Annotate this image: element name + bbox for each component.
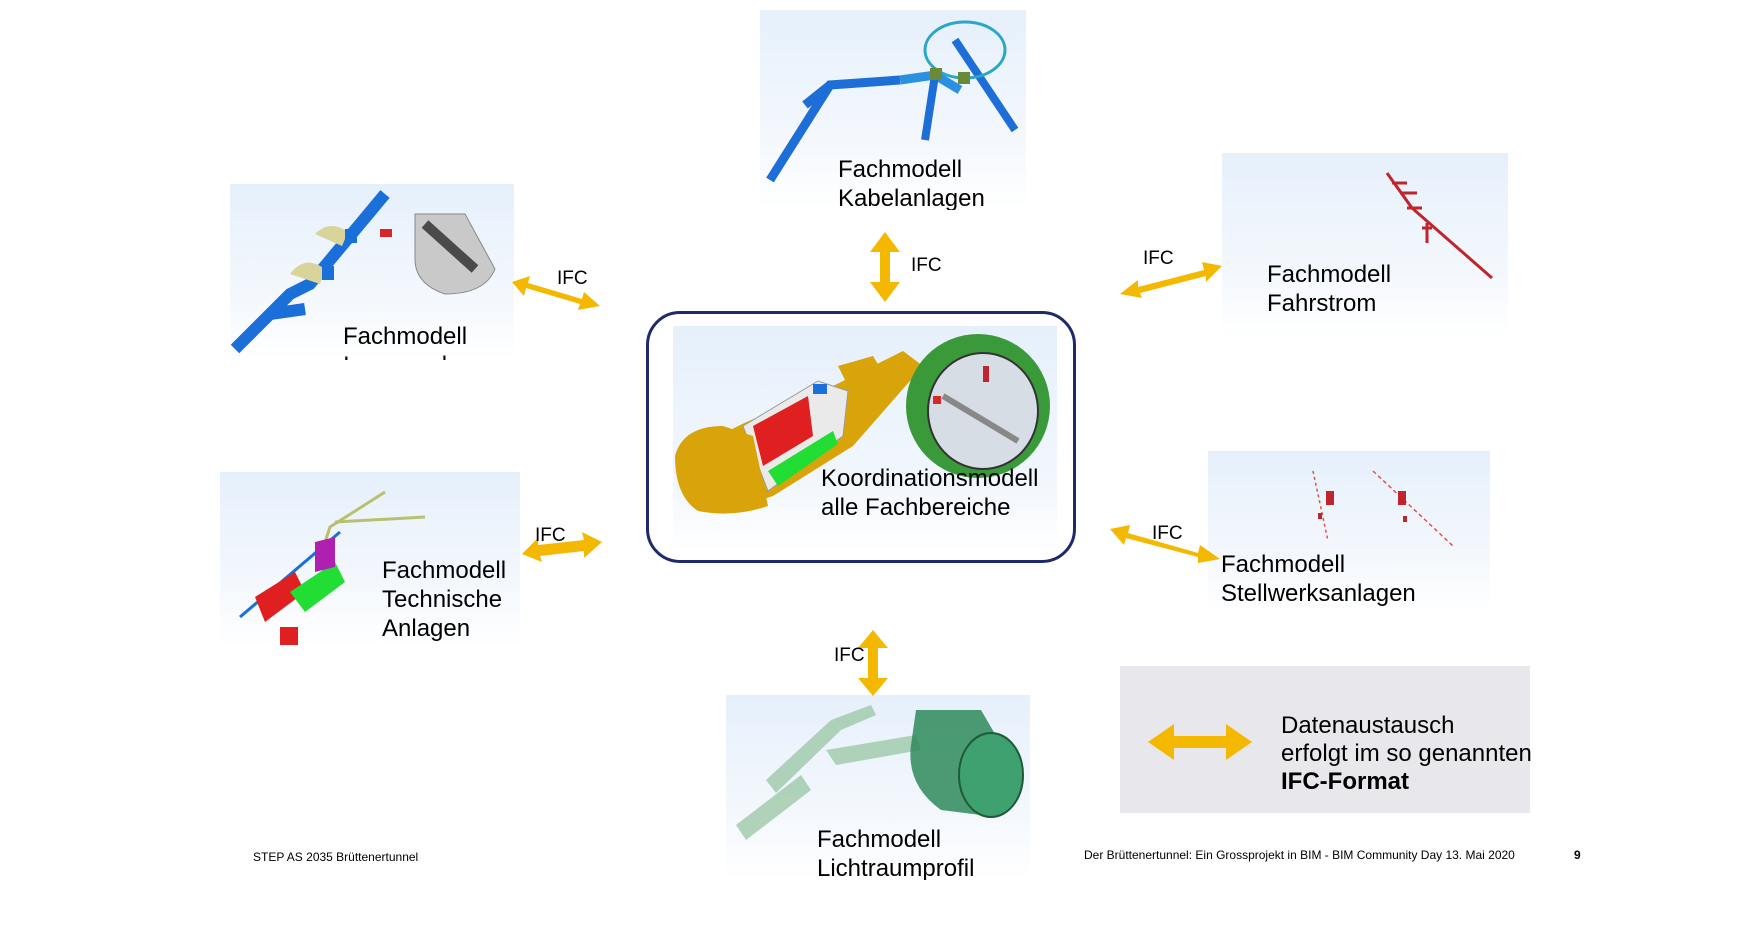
model-image-innenausbau: Fachmodell Innenausbau [230, 184, 514, 360]
innenausbau-render [230, 190, 496, 354]
coordination-model-image [673, 326, 1057, 551]
ifc-arrow-top [870, 232, 900, 302]
model-image-kabelanlagen: Fachmodell Kabelanlagen [760, 10, 1026, 210]
kabel-title-line1: Fachmodell [838, 156, 963, 183]
lichtraum-title-line2: Lichtraumprofil [817, 855, 975, 880]
model-image-lichtraumprofil: Fachmodell Lichtraumprofil [726, 695, 1030, 880]
technische-title-line1: Fachmodell [382, 557, 507, 584]
innenausbau-title-line1: Fachmodell [343, 323, 468, 350]
kabel-title-line2: Kabelanlagen [838, 185, 985, 210]
fahrstrom-render [1385, 172, 1493, 280]
model-image-technische-anlagen: Fachmodell Technische Anlagen [220, 472, 520, 646]
legend-ifc-arrow [1148, 724, 1252, 760]
stellwerksanlagen-render [1312, 470, 1454, 547]
ifc-arrow-bottom [858, 630, 888, 696]
technische-title-line2: Technische [382, 586, 503, 613]
stellwerk-title-line2: Stellwerksanlagen [1221, 580, 1416, 607]
kabelanlagen-render [766, 20, 1019, 183]
lichtraumprofil-render [736, 705, 1024, 840]
legend-box: Datenaustausch erfolgt im so genannten I… [1120, 666, 1532, 813]
center-title-line2: alle Fachbereiche [821, 494, 1011, 521]
ifc-label-top: IFC [911, 255, 942, 276]
legend-line1: Datenaustausch [1281, 712, 1455, 739]
technische-title-line3: Anlagen [382, 615, 471, 642]
stellwerk-title-line1: Fachmodell [1221, 551, 1346, 578]
ifc-label-technische: IFC [535, 525, 566, 546]
ifc-arrow-technische [522, 532, 602, 562]
legend-line3: IFC-Format [1281, 768, 1409, 795]
footer-page-number: 9 [1574, 848, 1581, 862]
fahrstrom-title-line1: Fachmodell [1267, 261, 1392, 288]
lichtraum-title-line1: Fachmodell [817, 826, 942, 853]
model-image-stellwerksanlagen: Fachmodell Stellwerksanlagen [1208, 451, 1490, 612]
ifc-label-fahrstrom: IFC [1143, 248, 1174, 269]
model-image-fahrstrom: Fachmodell Fahrstrom [1222, 153, 1508, 338]
ifc-label-stellwerk: IFC [1152, 523, 1183, 544]
coordination-model-frame: Koordinationsmodell alle Fachbereiche [646, 311, 1076, 563]
ifc-arrow-fahrstrom [1120, 262, 1222, 298]
ifc-arrow-innenausbau [512, 276, 600, 310]
footer-left: STEP AS 2035 Brüttenertunnel [253, 850, 419, 864]
ifc-label-innenausbau: IFC [557, 268, 588, 289]
center-title-line1: Koordinationsmodell [821, 465, 1039, 492]
legend-line2: erfolgt im so genannten [1281, 740, 1532, 767]
coordination-model-render [675, 334, 1050, 514]
innenausbau-title-line2: Innenausbau [343, 351, 482, 360]
ifc-arrow-stellwerk [1110, 525, 1220, 563]
technische-anlagen-render [239, 490, 426, 645]
ifc-label-bottom: IFC [834, 645, 865, 666]
footer-right: Der Brüttenertunnel: Ein Grossprojekt in… [1084, 848, 1515, 862]
fahrstrom-title-line2: Fahrstrom [1267, 290, 1377, 317]
